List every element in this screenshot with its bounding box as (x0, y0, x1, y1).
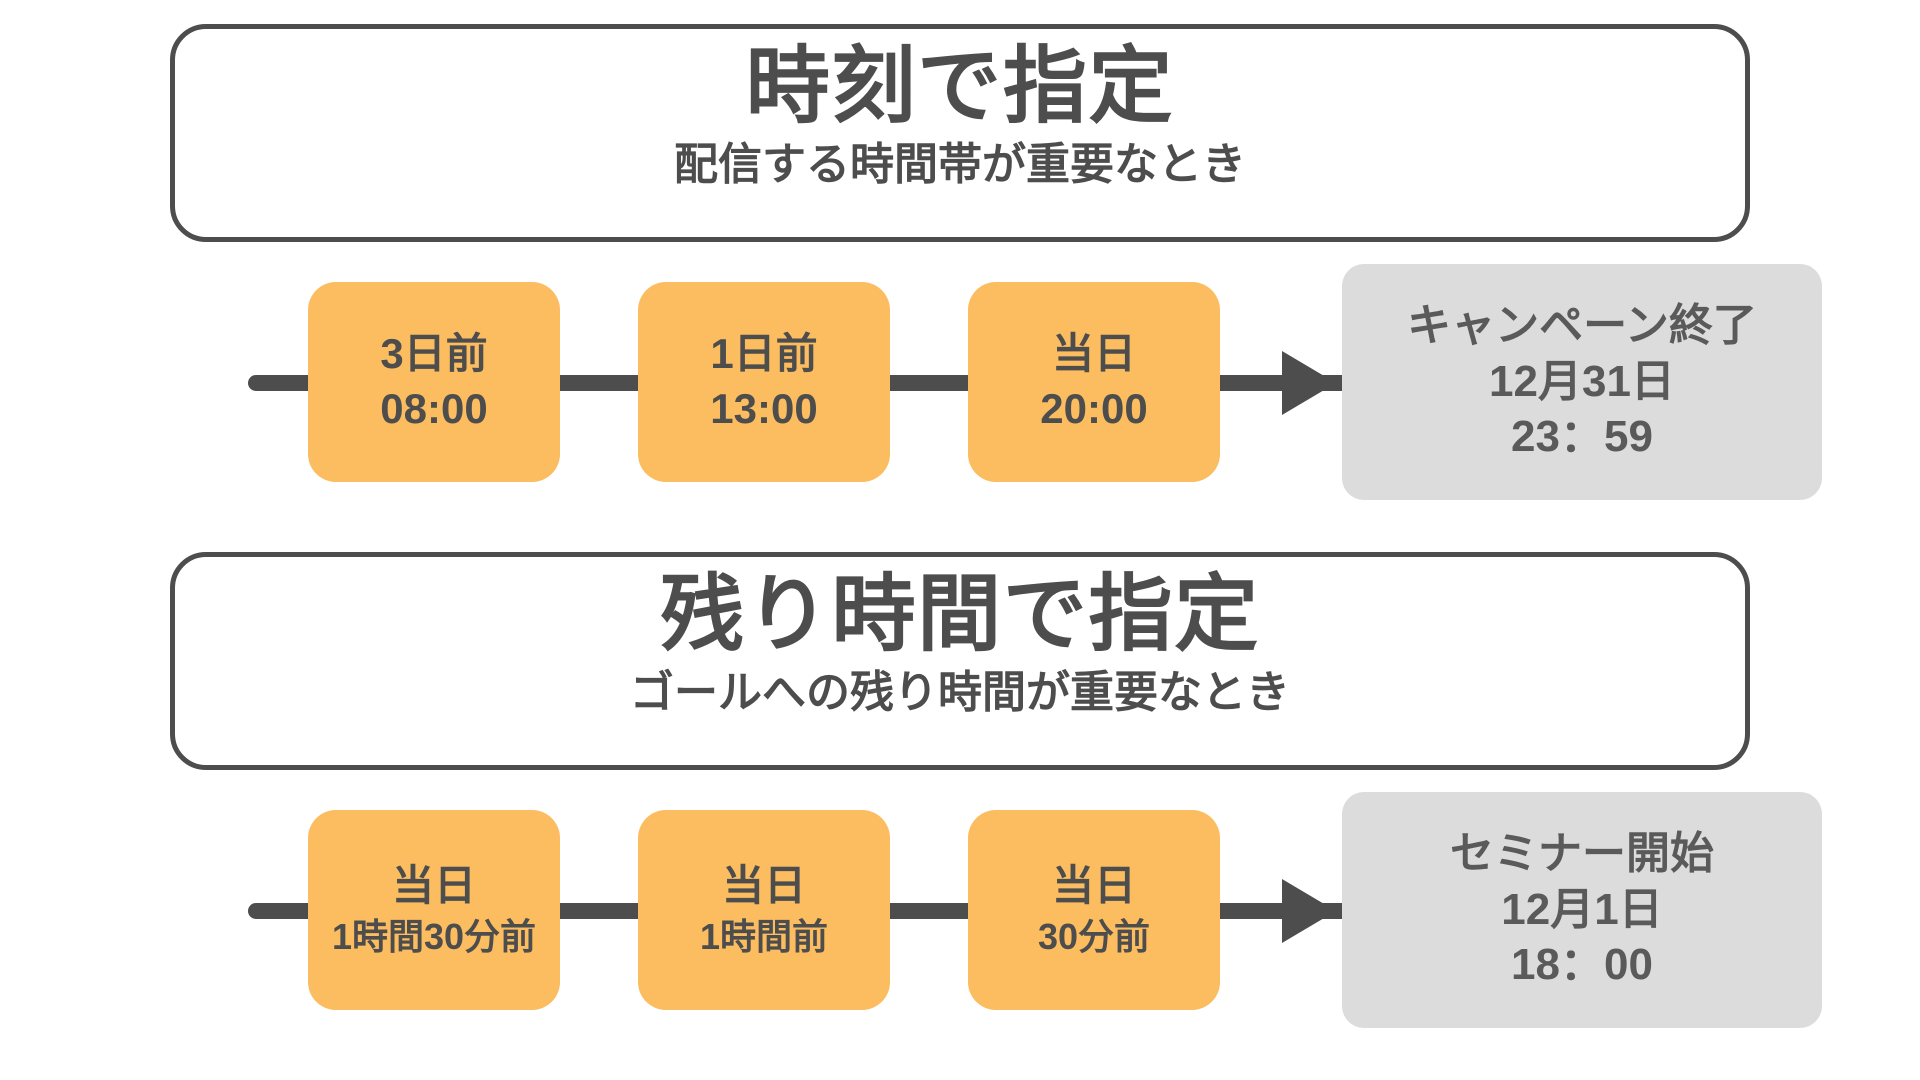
timeline-goal-box[interactable]: キャンペーン終了 12月31日 23：59 (1342, 264, 1822, 500)
section-subtitle: 配信する時間帯が重要なとき (674, 140, 1246, 190)
timeline-node[interactable]: 3日前 08:00 (308, 282, 560, 482)
goal-date: 12月31日 (1489, 357, 1675, 407)
timeline-node[interactable]: 当日 30分前 (968, 810, 1220, 1010)
node-secondary-label: 13:00 (710, 385, 818, 432)
node-secondary-label: 20:00 (1040, 385, 1148, 432)
node-secondary-label: 1時間前 (699, 916, 829, 958)
section-header-box: 時刻で指定 配信する時間帯が重要なとき (170, 24, 1750, 242)
node-secondary-label: 30分前 (1037, 916, 1151, 958)
timeline-node[interactable]: 1日前 13:00 (638, 282, 890, 482)
timeline-node[interactable]: 当日 1時間前 (638, 810, 890, 1010)
section-time-based: 時刻で指定 配信する時間帯が重要なとき 3日前 08:00 1日前 13:00 … (0, 24, 1920, 500)
goal-title: セミナー開始 (1450, 829, 1714, 879)
goal-title: キャンペーン終了 (1407, 301, 1757, 351)
node-secondary-label: 08:00 (380, 385, 488, 432)
timeline-node[interactable]: 当日 20:00 (968, 282, 1220, 482)
node-primary-label: 当日 (1051, 330, 1136, 378)
goal-date: 12月1日 (1501, 885, 1663, 935)
arrow-right-icon (1282, 879, 1336, 943)
timeline-goal-box[interactable]: セミナー開始 12月1日 18：00 (1342, 792, 1822, 1028)
section-header-box: 残り時間で指定 ゴールへの残り時間が重要なとき (170, 552, 1750, 770)
section-subtitle: ゴールへの残り時間が重要なとき (630, 668, 1290, 718)
node-primary-label: 1日前 (710, 330, 818, 378)
node-secondary-label: 1時間30分前 (331, 916, 537, 958)
timeline: 3日前 08:00 1日前 13:00 当日 20:00 キャンペーン終了 12… (60, 264, 1860, 500)
section-title: 残り時間で指定 (660, 567, 1260, 661)
timeline-node[interactable]: 当日 1時間30分前 (308, 810, 560, 1010)
node-primary-label: 3日前 (380, 330, 488, 378)
section-remaining-time-based: 残り時間で指定 ゴールへの残り時間が重要なとき 当日 1時間30分前 当日 1時… (0, 552, 1920, 1028)
goal-time: 23：59 (1511, 411, 1653, 461)
section-title: 時刻で指定 (745, 39, 1175, 133)
timeline: 当日 1時間30分前 当日 1時間前 当日 30分前 セミナー開始 12月1日 … (60, 792, 1860, 1028)
node-primary-label: 当日 (1051, 861, 1136, 909)
node-primary-label: 当日 (721, 861, 806, 909)
node-primary-label: 当日 (391, 861, 476, 909)
goal-time: 18：00 (1511, 939, 1653, 989)
arrow-right-icon (1282, 351, 1336, 415)
